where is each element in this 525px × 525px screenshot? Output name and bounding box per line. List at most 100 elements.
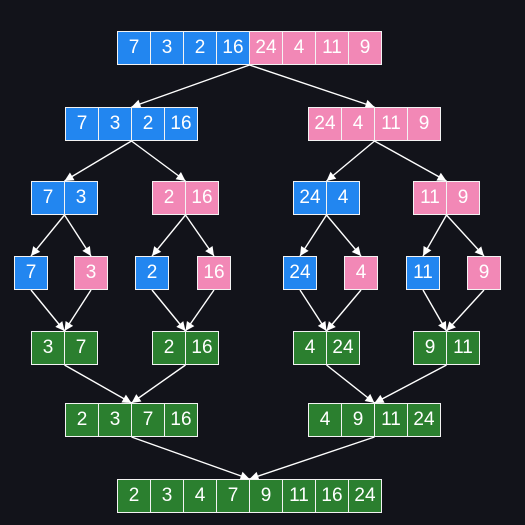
leaf-1: 7 (14, 256, 48, 290)
arrow-line (249, 64, 375, 108)
arrow-line (131, 364, 186, 404)
arrow-head (131, 394, 142, 403)
arrow-head (205, 246, 214, 256)
array-cell: 11 (282, 479, 316, 513)
array-cell: 2 (135, 256, 169, 290)
arrow-head (364, 393, 375, 403)
array-cell: 7 (65, 107, 99, 141)
leaf-6: 4 (344, 256, 378, 290)
array-cell: 16 (315, 479, 349, 513)
arrow-head (317, 320, 327, 331)
leaf-3: 2 (135, 256, 169, 290)
array-cell: 24 (348, 479, 382, 513)
array-cell: 4 (344, 256, 378, 290)
array-cell: 3 (98, 107, 132, 141)
array-cell: 4 (341, 107, 375, 141)
arrow-line (445, 214, 485, 257)
array-cell: 11 (406, 256, 440, 290)
array-cell: 4 (282, 31, 316, 65)
array-cell: 7 (131, 403, 165, 437)
leaf-7: 11 (406, 256, 440, 290)
array-cell: 24 (293, 181, 327, 215)
array-cell: 7 (31, 181, 65, 215)
arrow-head (326, 171, 337, 181)
array-cell: 9 (341, 403, 375, 437)
array-cell: 3 (150, 31, 184, 65)
array-cell: 4 (293, 331, 327, 365)
array-cell: 16 (164, 403, 198, 437)
arrow-line (64, 140, 132, 182)
arrow-line (131, 436, 250, 480)
leaf-5: 24 (283, 256, 317, 290)
arrow-line (374, 364, 447, 404)
arrow-head (152, 246, 162, 256)
array-cell: 24 (326, 331, 360, 365)
arrow-line (249, 436, 375, 480)
arrow-head (249, 471, 260, 481)
arrow-head (438, 320, 447, 331)
arrow-head (351, 246, 361, 256)
array-cell: 7 (216, 479, 250, 513)
arrow-line (326, 364, 375, 404)
array-cell: 7 (64, 331, 98, 365)
array-cell: 9 (348, 31, 382, 65)
array-cell: 4 (183, 479, 217, 513)
array-cell: 4 (308, 403, 342, 437)
array-cell: 9 (446, 181, 480, 215)
array-cell: 11 (315, 31, 349, 65)
array-cell: 3 (74, 256, 108, 290)
array-cell: 2 (117, 479, 151, 513)
arrow-line (131, 64, 250, 108)
arrow-line (445, 289, 485, 332)
array-cell: 16 (164, 107, 198, 141)
arrow-head (31, 246, 41, 256)
array-cell: 3 (150, 479, 184, 513)
arrow-head (121, 394, 132, 403)
leaf-2: 3 (74, 256, 108, 290)
arrow-head (64, 172, 75, 181)
array-cell: 24 (283, 256, 317, 290)
array-cell: 3 (31, 331, 65, 365)
arrow-line (374, 140, 447, 182)
arrow-head (175, 172, 186, 181)
arrow-line (326, 140, 375, 182)
array-cell: 24 (407, 403, 441, 437)
array-cell: 4 (326, 181, 360, 215)
array-cell: 11 (374, 403, 408, 437)
arrow-line (131, 140, 186, 182)
arrow-head (300, 245, 309, 256)
array-cell: 9 (249, 479, 283, 513)
leaf-8: 9 (467, 256, 501, 290)
arrow-head (131, 99, 142, 109)
array-cell: 2 (152, 331, 186, 365)
array-cell: 2 (183, 31, 217, 65)
arrow-head (446, 321, 456, 331)
arrow-head (423, 245, 432, 256)
array-cell: 9 (407, 107, 441, 141)
arrow-head (436, 172, 447, 181)
arrow-line (64, 364, 132, 404)
leaf-4: 16 (197, 256, 231, 290)
array-cell: 16 (185, 181, 219, 215)
array-cell: 11 (446, 331, 480, 365)
array-cell: 16 (185, 331, 219, 365)
arrow-head (239, 471, 250, 481)
arrow-head (364, 99, 375, 109)
array-cell: 24 (308, 107, 342, 141)
array-cell: 3 (98, 403, 132, 437)
arrow-head (326, 321, 336, 331)
arrow-head (185, 321, 195, 331)
